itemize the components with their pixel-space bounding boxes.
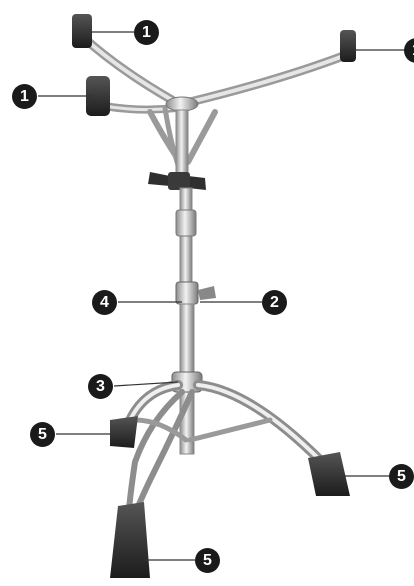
rubber-foot-front-shape (110, 502, 150, 578)
basket-hub (166, 97, 198, 111)
callout-5-right: 5 (389, 464, 414, 489)
callout-2: 2 (262, 290, 287, 315)
callout-4: 4 (92, 290, 117, 315)
arm-rubber-tip-right (340, 30, 356, 62)
tripod-legs (126, 385, 322, 522)
rubber-foot-right-shape (308, 452, 350, 496)
basket-arms (84, 38, 346, 165)
callout-5-front: 5 (195, 548, 220, 573)
tilt-joint (176, 210, 196, 236)
callout-5-left: 5 (30, 422, 55, 447)
callout-3: 3 (88, 374, 113, 399)
callout-1-left: 1 (12, 84, 37, 109)
arm-rubber-tip-top (72, 14, 92, 48)
rubber-foot-left-shape (110, 416, 138, 448)
callout-1-top: 1 (134, 20, 159, 45)
height-clamp (176, 282, 198, 304)
